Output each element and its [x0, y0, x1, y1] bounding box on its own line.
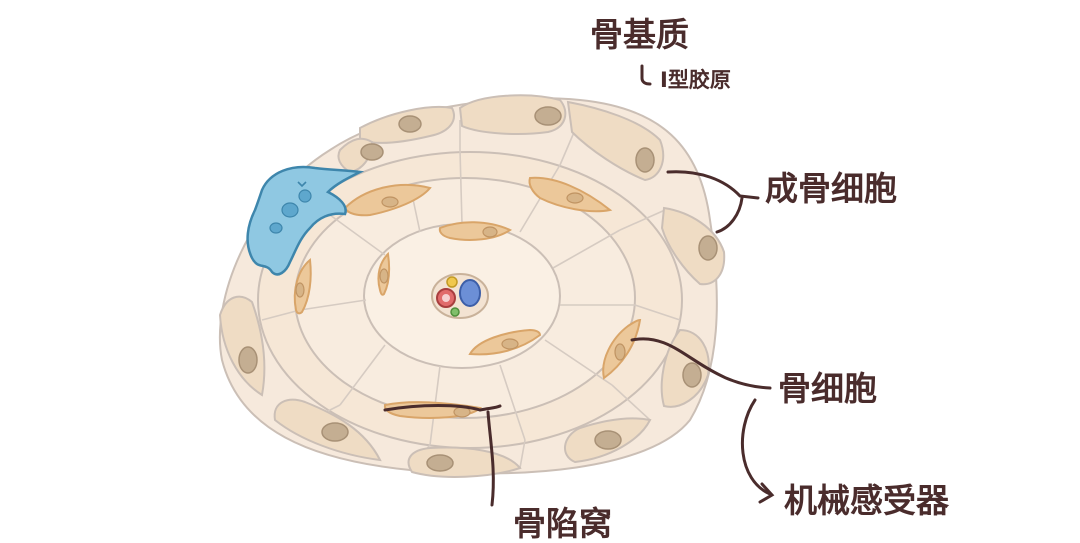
- osteoblast-leader-bottom: [715, 196, 744, 234]
- collagen-hook: [640, 64, 652, 86]
- label-osteoblast: 成骨细胞: [765, 169, 897, 208]
- osteocyte-leader: [630, 337, 772, 390]
- leader-lines: [383, 64, 775, 507]
- lacuna-leader-left: [383, 404, 482, 412]
- osteoblast-nuclei: [238, 106, 718, 472]
- lacuna-leader-right: [478, 404, 502, 412]
- label-osteocyte: 骨细胞: [778, 369, 877, 408]
- lymph-vessel-icon: [450, 307, 460, 317]
- osteoblast-cell: [458, 94, 567, 135]
- osteoblast-cell: [660, 206, 726, 286]
- vein-icon: [459, 279, 481, 307]
- haversian-canal: [431, 273, 489, 319]
- mechanoreceptor-arrow: [740, 398, 772, 496]
- osteoblast-leader-top: [666, 170, 760, 200]
- label-bone-lacuna: 骨陷窝: [513, 504, 612, 543]
- osteoclast-icon: [246, 165, 365, 276]
- label-bone-matrix: 骨基质: [590, 15, 689, 54]
- nerve-icon: [446, 276, 458, 288]
- osteocyte-nuclei: [295, 192, 626, 418]
- lacuna-leader-down: [486, 410, 495, 507]
- label-type1-collagen: I型胶原: [660, 68, 731, 92]
- mechanoreceptor-arrowhead: [758, 482, 775, 504]
- label-mechanoreceptor: 机械感受器: [784, 481, 949, 520]
